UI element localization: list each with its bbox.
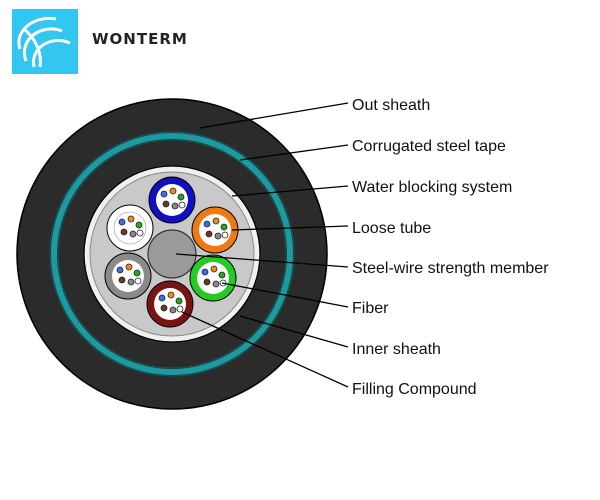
- loose-tube-brown: [146, 280, 194, 328]
- leader-fiber: [221, 282, 349, 308]
- leader-out-sheath: [199, 102, 349, 129]
- label-corrugated-steel-tape: Corrugated steel tape: [352, 138, 506, 155]
- leader-water-blocking-system: [231, 185, 349, 197]
- brand-name: WONTERM: [92, 30, 188, 48]
- steel-wire-strength-member: [147, 229, 197, 279]
- leader-filling-compound: [181, 311, 349, 388]
- loose-tube-green: [189, 254, 237, 302]
- loose-tube-white: [106, 204, 154, 252]
- label-filling-compound: Filling Compound: [352, 381, 477, 398]
- leader-loose-tube: [231, 225, 349, 231]
- component-labels: Out sheath Corrugated steel tape Water b…: [352, 97, 549, 398]
- logo-icon: [12, 9, 78, 74]
- label-loose-tube: Loose tube: [352, 220, 431, 237]
- label-fiber: Fiber: [352, 300, 389, 317]
- fibers: [116, 187, 229, 314]
- loose-tube-orange: [191, 206, 239, 254]
- label-inner-sheath: Inner sheath: [352, 341, 441, 358]
- leader-inner-sheath: [239, 315, 349, 348]
- leader-lines: [175, 102, 349, 388]
- corrugated-steel-tape: [51, 133, 293, 375]
- cable-cross-section: [16, 98, 328, 410]
- leader-steel-wire-strength-member: [175, 253, 349, 268]
- loose-tube-gray: [104, 252, 152, 300]
- label-out-sheath: Out sheath: [352, 97, 430, 114]
- leader-corrugated-steel-tape: [239, 144, 349, 161]
- label-steel-wire-strength-member: Steel-wire strength member: [352, 260, 549, 277]
- label-water-blocking-system: Water blocking system: [352, 179, 512, 196]
- loose-tube-blue: [148, 176, 196, 224]
